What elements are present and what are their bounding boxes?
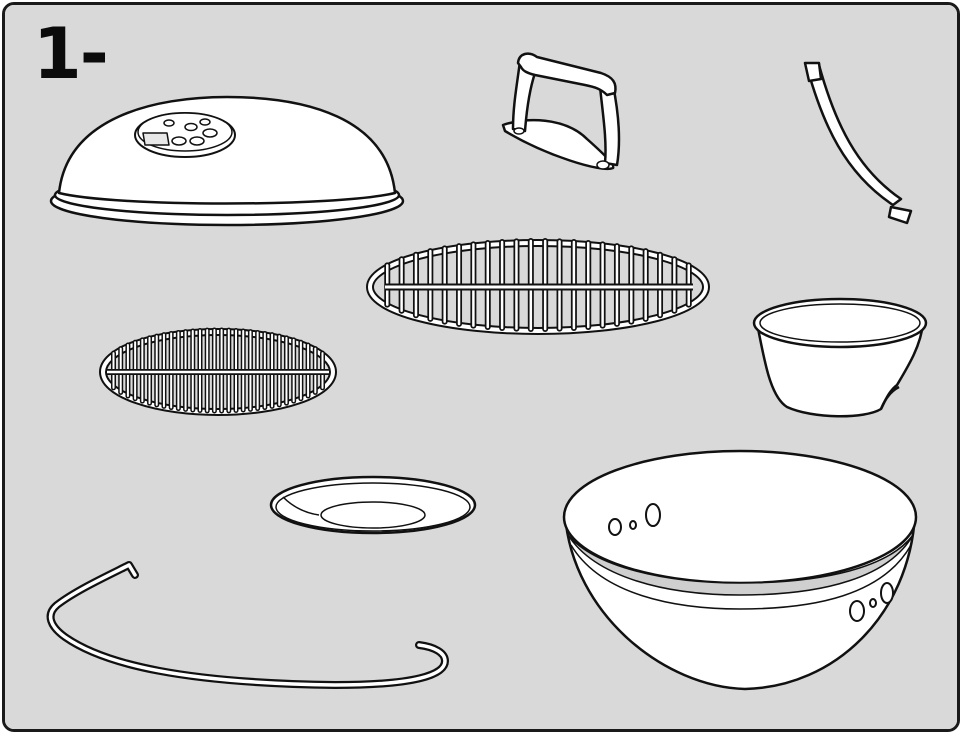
parts-diagram — [5, 5, 957, 729]
cooking-grate-icon — [370, 241, 706, 331]
heat-shield-icon — [271, 477, 475, 533]
step-number-label: 1- — [33, 19, 107, 89]
charcoal-grate-icon — [103, 330, 333, 412]
